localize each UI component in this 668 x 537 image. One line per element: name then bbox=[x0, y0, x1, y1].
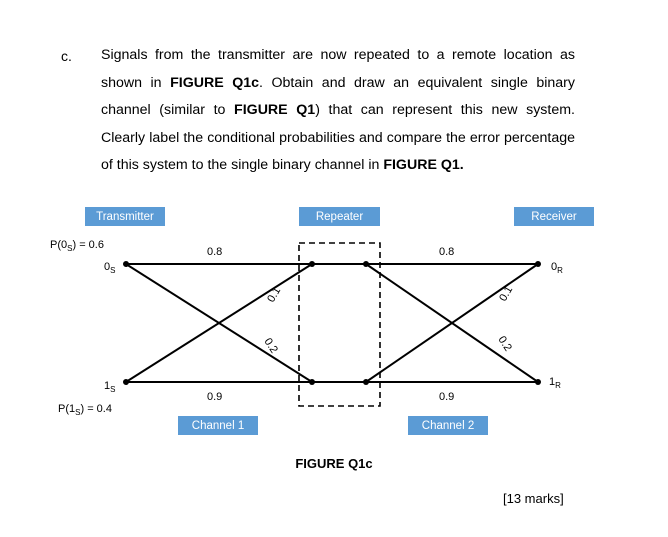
figure-caption: FIGURE Q1c bbox=[295, 456, 373, 471]
node-repeater-in-1 bbox=[309, 379, 315, 385]
repeater-label: Repeater bbox=[316, 211, 363, 223]
prior-0-label: P(0S) = 0.6 bbox=[50, 239, 104, 253]
channel2-box bbox=[408, 416, 488, 435]
node-repeater-out-1 bbox=[363, 379, 369, 385]
node-repeater-out-0 bbox=[363, 261, 369, 267]
ch1-p00-label: 0.8 bbox=[207, 246, 222, 258]
channel1-label: Channel 1 bbox=[192, 420, 244, 432]
question-text: Signals from the transmitter are now rep… bbox=[101, 42, 575, 180]
question-text-part: FIGURE Q1 bbox=[234, 102, 316, 118]
ch1-line-1-0 bbox=[125, 263, 313, 383]
node-input-1 bbox=[123, 379, 129, 385]
ch2-p11-label: 0.9 bbox=[439, 391, 454, 403]
ch1-p11-label: 0.9 bbox=[207, 391, 222, 403]
output-0-label: 0R bbox=[551, 261, 563, 275]
ch2-p00-label: 0.8 bbox=[439, 246, 454, 258]
question-text-part: . Obtain and draw an equivalent single b… bbox=[101, 74, 575, 119]
marks-label: [13 marks] bbox=[503, 491, 564, 506]
question-text-part: FIGURE Q1. bbox=[383, 157, 464, 173]
input-0-label: 0S bbox=[104, 261, 115, 275]
output-1-label: 1R bbox=[549, 376, 561, 390]
transmitter-box bbox=[85, 207, 165, 226]
transmitter-label: Transmitter bbox=[96, 211, 154, 223]
question-text-part: Signals from the transmitter are now rep… bbox=[101, 47, 575, 91]
node-output-1 bbox=[535, 379, 541, 385]
question-number: c. bbox=[61, 48, 72, 64]
receiver-label: Receiver bbox=[531, 211, 577, 223]
receiver-box bbox=[514, 207, 594, 226]
node-input-0 bbox=[123, 261, 129, 267]
ch2-p10-label: 0.2 bbox=[495, 334, 513, 353]
channel1-box bbox=[178, 416, 258, 435]
ch2-line-1-0 bbox=[365, 263, 539, 383]
repeater-box bbox=[299, 207, 380, 226]
input-1-label: 1S bbox=[104, 380, 115, 394]
node-output-0 bbox=[535, 261, 541, 267]
channel2-label: Channel 2 bbox=[422, 420, 474, 432]
repeater-dashed-box bbox=[298, 242, 381, 407]
ch1-p01-label: 0.1 bbox=[265, 285, 283, 304]
ch2-p01-label: 0.1 bbox=[497, 284, 515, 303]
prior-1-label: P(1S) = 0.4 bbox=[58, 403, 112, 417]
question-text-part: FIGURE Q1c bbox=[170, 74, 260, 91]
question-text-part: ) that can represent this new system. Cl… bbox=[101, 102, 575, 173]
node-repeater-in-0 bbox=[309, 261, 315, 267]
